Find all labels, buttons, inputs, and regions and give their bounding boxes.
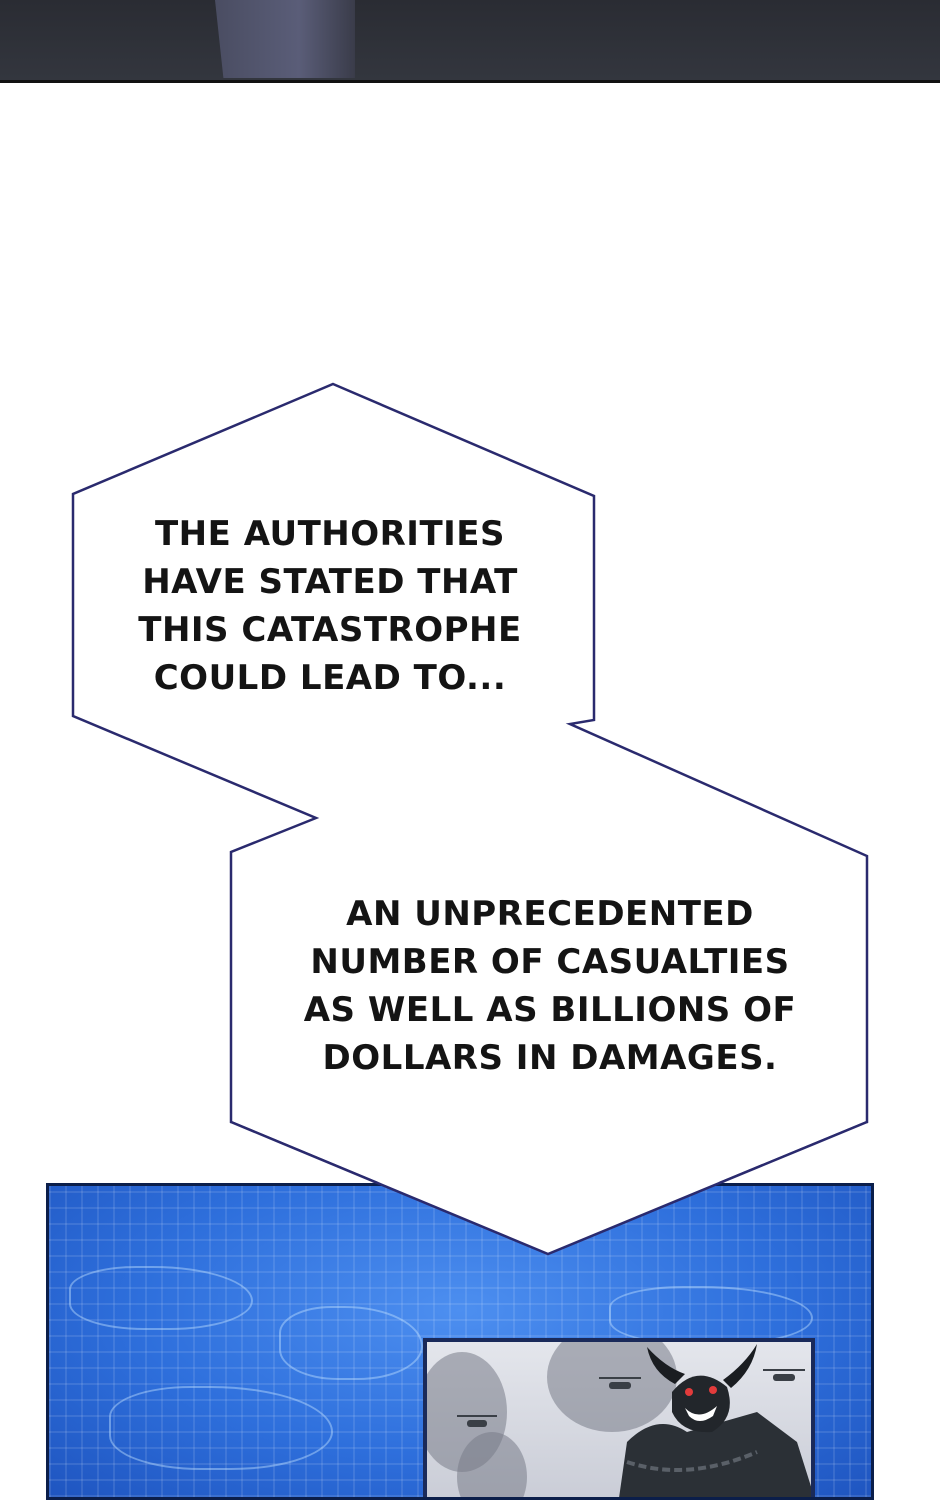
top-comic-panel — [0, 0, 940, 83]
monster-left-horn — [647, 1347, 685, 1384]
bubble-1-line-1: THE AUTHORITIES — [154, 514, 506, 554]
monster-right-eye — [709, 1386, 717, 1394]
bubble-1-line-4: COULD LEAD TO... — [153, 658, 507, 698]
continent-outline — [69, 1266, 253, 1330]
smoke-plume — [457, 1432, 527, 1497]
continent-outline — [109, 1386, 333, 1470]
continent-outline — [609, 1286, 813, 1345]
monster-illustration — [457, 1344, 811, 1497]
bubble-2-line-4: DOLLARS IN DAMAGES. — [322, 1038, 778, 1078]
helicopter-icon — [763, 1369, 805, 1381]
bubble-1-line-3: THIS CATASTROPHE — [138, 610, 522, 650]
monster-chain — [626, 1450, 758, 1472]
monster-head — [672, 1375, 730, 1433]
panel-highlight — [215, 0, 355, 78]
speech-bubble-1-text: THE AUTHORITIES HAVE STATED THAT THIS CA… — [120, 510, 540, 702]
helicopter-icon — [599, 1377, 641, 1389]
bubble-1-line-2: HAVE STATED THAT — [142, 562, 518, 602]
monster-left-eye — [685, 1388, 693, 1396]
bubble-2-line-2: NUMBER OF CASUALTIES — [310, 942, 790, 982]
monster-body — [619, 1412, 811, 1497]
bubble-2-line-3: AS WELL AS BILLIONS OF — [303, 990, 797, 1030]
monster-mouth — [685, 1406, 717, 1421]
world-map-panel — [46, 1183, 874, 1500]
speech-bubble-2-text: AN UNPRECEDENTED NUMBER OF CASUALTIES AS… — [280, 890, 820, 1082]
monster-right-horn — [723, 1344, 757, 1388]
monster-attack-inset — [423, 1338, 815, 1497]
helicopter-icon — [457, 1415, 497, 1427]
bubble-2-line-1: AN UNPRECEDENTED — [346, 894, 754, 934]
continent-outline — [279, 1306, 423, 1380]
